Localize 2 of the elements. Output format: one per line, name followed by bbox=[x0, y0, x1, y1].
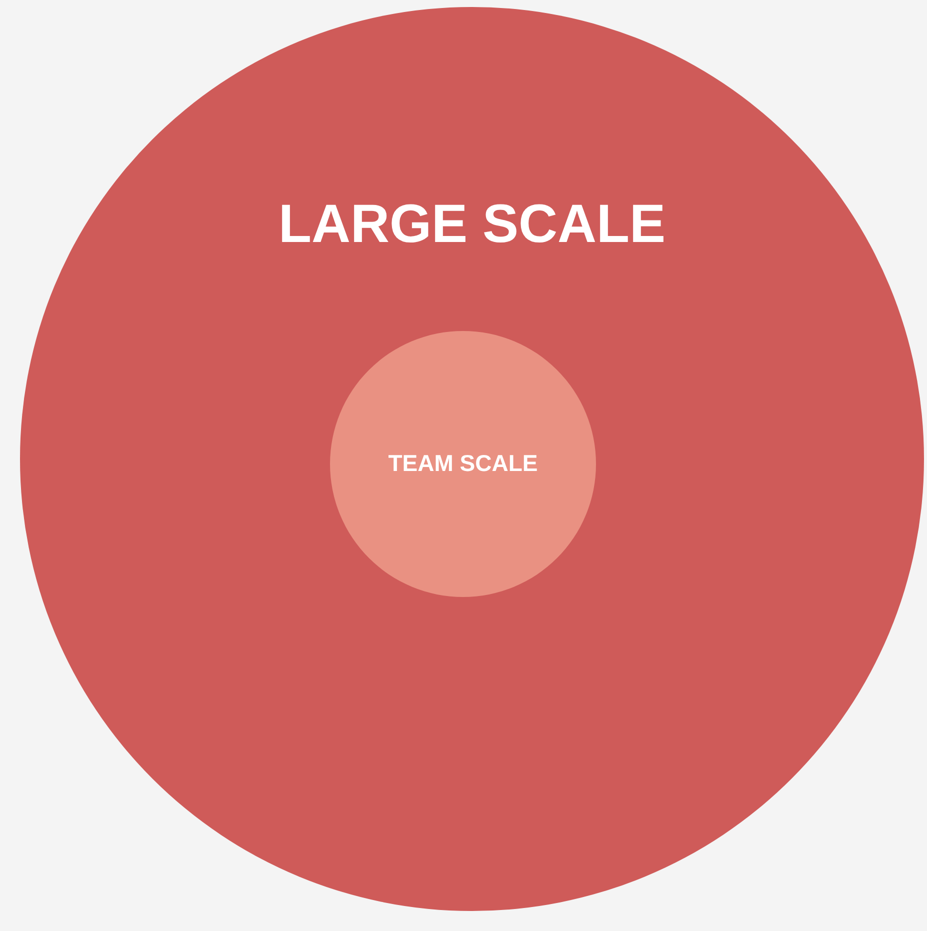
circle-label: LARGE SCALE bbox=[278, 195, 666, 254]
circle-label: TEAM SCALE bbox=[388, 451, 538, 476]
